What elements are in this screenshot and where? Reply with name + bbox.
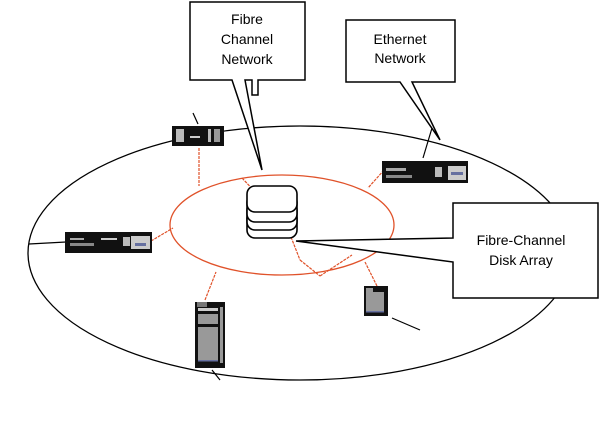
callout-ethernet-network: Ethernet Network: [345, 19, 456, 141]
fibre-link-left-server: [150, 227, 174, 242]
ethernet-link-tower-server: [211, 369, 221, 381]
callout-ethernet-line-1: Ethernet: [374, 31, 427, 47]
callout-fibre-line-2: Channel: [221, 31, 273, 47]
callout-fibre-channel-network: Fibre Channel Network: [189, 1, 306, 171]
small-server-icon: [364, 286, 388, 316]
callout-fibre-line-3: Network: [221, 51, 273, 67]
ethernet-links: [28, 112, 433, 381]
desktop-server-icon: [172, 126, 224, 146]
fibre-link-right-server: [367, 169, 385, 189]
tower-server-icon: [195, 302, 225, 368]
ethernet-link-left-server: [28, 241, 67, 245]
disk-stack-icon: [246, 185, 298, 239]
fibre-link-small-server: [364, 261, 378, 287]
callout-disk-line-2: Disk Array: [489, 252, 553, 268]
callout-ethernet-line-2: Network: [374, 50, 426, 66]
rack-server-icon: [65, 232, 152, 253]
callout-disk-line-1: Fibre-Channel: [477, 232, 566, 248]
fibre-channel-ring: [169, 174, 395, 276]
rack-server-icon: [382, 161, 468, 183]
fibre-link-tower-server: [204, 271, 217, 301]
callout-disk-array: Fibre-Channel Disk Array: [295, 202, 599, 299]
fibre-link-disk-ring: [299, 259, 321, 277]
fibre-links: [150, 148, 385, 301]
fibre-link-disk-bottom: [290, 236, 301, 261]
ethernet-link-right-server: [422, 127, 433, 159]
callout-fibre-line-1: Fibre: [231, 11, 263, 27]
fibre-link-ring-small: [319, 254, 353, 277]
ethernet-link-small-server: [391, 317, 421, 331]
ethernet-link-top-server: [192, 112, 199, 125]
